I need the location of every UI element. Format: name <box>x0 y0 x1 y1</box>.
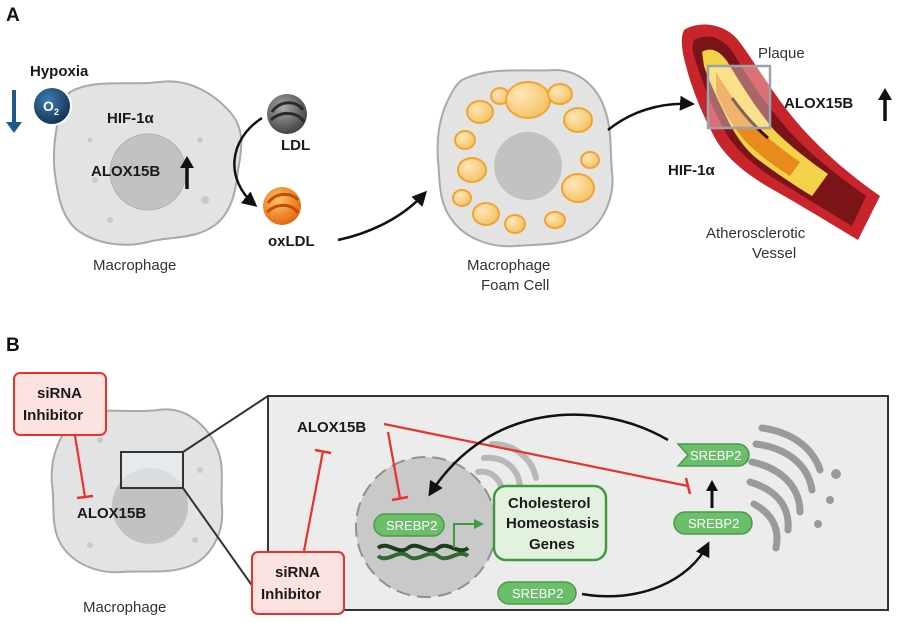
inhibit-bar-nucleus <box>391 495 409 502</box>
foam-to-vessel-arrow <box>607 95 695 131</box>
alox15b-label-cell-b: ALOX15B <box>77 505 146 522</box>
sirna-inhibitor-box-top <box>13 372 107 436</box>
srebp2-pill-golgi-bottom <box>673 511 753 535</box>
sirna-top-line1: siRNA <box>37 385 82 402</box>
srebp2-label-golgi-bottom: SREBP2 <box>688 516 739 531</box>
genes-line3: Genes <box>529 536 575 553</box>
sirna-inhibitor-box-bottom <box>251 551 345 615</box>
hif-1a-label-vessel: HIF-1α <box>668 162 716 179</box>
ldl-label: LDL <box>281 137 310 154</box>
genes-line1: Cholesterol <box>508 495 591 512</box>
srebp2-pill-er <box>497 581 577 605</box>
sirna-bottom-line2: Inhibitor <box>261 586 321 603</box>
ldl-particle-icon <box>267 94 307 134</box>
zoom-region-box <box>120 451 184 489</box>
vessel-label-line2: Vessel <box>752 245 796 262</box>
plaque-zoom-box <box>706 64 772 130</box>
atherosclerotic-vessel <box>681 24 880 241</box>
srebp2-label-golgi-top: SREBP2 <box>690 448 741 463</box>
srebp2-label-er: SREBP2 <box>512 586 563 601</box>
oxldl-label: oxLDL <box>268 233 315 250</box>
inhibit-bar-golgi <box>684 477 692 495</box>
foam-cell <box>436 68 614 248</box>
inhibit-line-bottom <box>302 450 325 552</box>
cholesterol-genes-box <box>492 484 608 562</box>
oxldl-to-foam-arrow <box>337 190 428 242</box>
foam-cell-label-line1: Macrophage <box>467 257 550 274</box>
alox15b-label-cell: ALOX15B <box>91 163 160 180</box>
plaque-label: Plaque <box>758 45 805 62</box>
sirna-bottom-line1: siRNA <box>275 564 320 581</box>
inhibit-line-nucleus <box>386 431 402 499</box>
inhibit-line-golgi <box>383 422 689 488</box>
panel-b-letter: B <box>6 335 20 356</box>
alox15b-label-vessel: ALOX15B <box>784 95 853 112</box>
sirna-top-line2: Inhibitor <box>23 407 83 424</box>
ldl-to-oxldl-arrow <box>233 116 263 207</box>
srebp2-label-nucleus: SREBP2 <box>386 518 437 533</box>
down-arrow-head-icon <box>6 122 22 133</box>
up-arrow-golgi-head-icon <box>706 480 718 491</box>
srebp2-pill-nucleus <box>373 513 445 537</box>
foam-cell-label-line2: Foam Cell <box>481 277 549 294</box>
oxldl-particle-icon <box>263 187 301 225</box>
srebp2-pill-golgi-top <box>676 443 750 467</box>
panel-a-letter: A <box>6 5 20 26</box>
inhibit-bar-top <box>76 494 94 500</box>
alox15b-label-zoom: ALOX15B <box>297 419 366 436</box>
up-arrow-head-icon <box>180 156 194 168</box>
macrophage-label-b: Macrophage <box>83 599 166 616</box>
hif-1a-label-cell: HIF-1α <box>107 110 155 127</box>
zoom-connector-top <box>182 395 269 453</box>
o2-label: O <box>43 98 54 114</box>
inhibit-line-top <box>73 435 87 498</box>
o2-molecule-icon <box>32 86 72 126</box>
vessel-label-line1: Atherosclerotic <box>706 225 806 242</box>
up-arrow-vessel-head-icon <box>878 88 892 100</box>
macrophage-cell-a <box>52 80 243 246</box>
inhibit-bar-bottom <box>314 448 332 455</box>
er-to-golgi-arrow <box>581 541 710 598</box>
genes-line2: Homeostasis <box>506 515 599 532</box>
hypoxia-label: Hypoxia <box>30 63 89 80</box>
golgi-apparatus <box>746 424 841 552</box>
macrophage-label-a: Macrophage <box>93 257 176 274</box>
transcription-arrow <box>453 519 484 548</box>
golgi-to-nucleus-arrow <box>428 413 669 497</box>
o2-subscript: 2 <box>54 107 59 117</box>
